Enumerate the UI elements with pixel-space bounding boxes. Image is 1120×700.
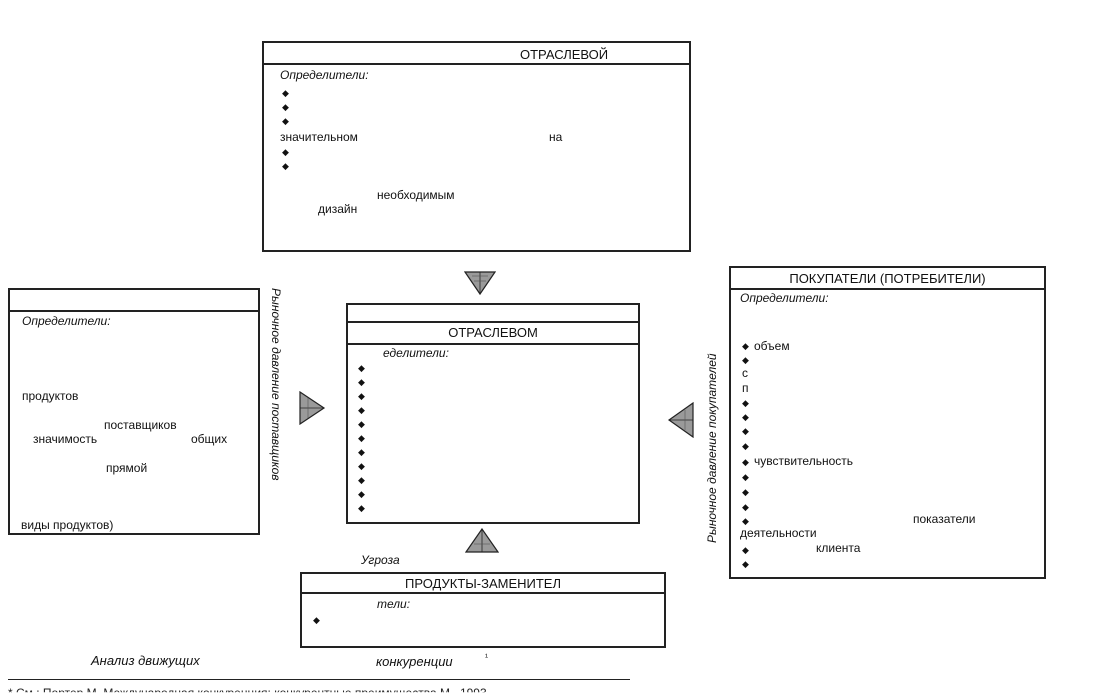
bullet-icon: ◆ <box>742 412 749 422</box>
bullet-icon: ◆ <box>282 88 289 98</box>
right-box-activity: деятельности <box>740 526 817 540</box>
left-box-suppliers: поставщиков <box>104 418 177 432</box>
bullet-icon: ◆ <box>742 341 749 351</box>
industry-determinants-box: ОТРАСЛЕВОЙ Определители: ◆ ◆ ◆ значитель… <box>262 41 691 252</box>
left-box-direct: прямой <box>106 461 148 475</box>
center-box-subtitle: еделители: <box>383 346 449 360</box>
bullet-icon: ◆ <box>742 487 749 497</box>
right-box-title: ПОКУПАТЕЛИ (ПОТРЕБИТЕЛИ) <box>789 271 986 286</box>
bullet-icon: ◆ <box>742 502 749 512</box>
bullet-icon: ◆ <box>282 147 289 157</box>
bullet-icon: ◆ <box>358 405 365 415</box>
bullet-icon: ◆ <box>742 545 749 555</box>
suppliers-box: Определители: продуктов поставщиков знач… <box>8 288 260 535</box>
footnote-text: * См.: Портер М. Международная конкуренц… <box>8 686 490 700</box>
bullet-icon: ◆ <box>742 426 749 436</box>
suppliers-pressure-label: Рыночное давление поставщиков <box>269 288 283 481</box>
right-box-subtitle: Определители: <box>740 291 829 305</box>
bullet-icon: ◆ <box>358 475 365 485</box>
bullet-icon: ◆ <box>313 615 320 625</box>
right-box-volume: объем <box>754 339 790 353</box>
bullet-icon: ◆ <box>742 355 749 365</box>
bullet-icon: ◆ <box>742 559 749 569</box>
right-box-client: клиента <box>816 541 861 555</box>
buyers-box: ПОКУПАТЕЛИ (ПОТРЕБИТЕЛИ) Определители: ◆… <box>729 266 1046 579</box>
footnote-separator <box>8 679 630 680</box>
right-box-indicators: показатели <box>913 512 976 526</box>
caption-footnote-mark: ¹ <box>485 652 488 662</box>
top-box-significant: значительном <box>280 130 358 144</box>
arrow-left-icon <box>667 402 694 438</box>
bottom-box-title-bar: ПРОДУКТЫ-ЗАМЕНИТЕЛ <box>302 574 664 594</box>
bullet-icon: ◆ <box>358 461 365 471</box>
left-box-subtitle: Определители: <box>22 314 111 328</box>
substitutes-box: ПРОДУКТЫ-ЗАМЕНИТЕЛ тели: ◆ <box>300 572 666 648</box>
top-box-subtitle: Определители: <box>280 68 369 82</box>
bullet-icon: ◆ <box>358 419 365 429</box>
caption-right: конкуренции <box>376 654 453 669</box>
bullet-icon: ◆ <box>742 398 749 408</box>
center-box-title: ОТРАСЛЕВОМ <box>448 325 538 340</box>
bullet-icon: ◆ <box>282 102 289 112</box>
bullet-icon: ◆ <box>358 363 365 373</box>
top-box-necessary: необходимым <box>377 188 455 202</box>
bullet-icon: ◆ <box>358 489 365 499</box>
left-box-kinds: виды продуктов) <box>21 518 114 532</box>
bullet-icon: ◆ <box>742 472 749 482</box>
top-box-title-bar: ОТРАСЛЕВОЙ <box>264 43 689 65</box>
bullet-icon: ◆ <box>358 447 365 457</box>
bullet-icon: ◆ <box>358 377 365 387</box>
top-box-on: на <box>549 130 563 144</box>
bullet-icon: ◆ <box>742 457 749 467</box>
bullet-icon: ◆ <box>742 441 749 451</box>
left-box-significance: значимость <box>33 432 98 446</box>
threat-label: Угроза <box>361 553 400 567</box>
bullet-icon: ◆ <box>358 391 365 401</box>
bullet-icon: ◆ <box>358 433 365 443</box>
bottom-box-title: ПРОДУКТЫ-ЗАМЕНИТЕЛ <box>404 576 561 591</box>
right-box-sensitivity: чувствительность <box>754 454 854 468</box>
arrow-right-icon <box>299 391 326 425</box>
bottom-box-subtitle: тели: <box>377 597 411 611</box>
bullet-icon: ◆ <box>282 161 289 171</box>
left-box-products: продуктов <box>22 389 79 403</box>
left-box-common: общих <box>191 432 228 446</box>
left-box-title-bar <box>10 290 258 312</box>
center-box-title-bar: ОТРАСЛЕВОМ <box>348 321 638 345</box>
caption-left: Анализ движущих <box>91 653 200 668</box>
right-box-title-bar: ПОКУПАТЕЛИ (ПОТРЕБИТЕЛИ) <box>731 268 1044 290</box>
bullet-icon: ◆ <box>742 516 749 526</box>
top-box-design: дизайн <box>318 202 358 216</box>
bullet-icon: ◆ <box>282 116 289 126</box>
buyers-pressure-label: Рыночное давление покупателей <box>705 353 719 543</box>
top-box-title: ОТРАСЛЕВОЙ <box>520 47 609 62</box>
arrow-up-icon <box>465 528 499 553</box>
right-box-c-letter: с <box>742 366 748 380</box>
bullet-icon: ◆ <box>358 503 365 513</box>
arrow-down-icon <box>464 271 496 296</box>
right-box-p-letter: п <box>742 381 749 395</box>
industry-competition-box: ОТРАСЛЕВОМ еделители: ◆ ◆ ◆ ◆ ◆ ◆ ◆ ◆ ◆ … <box>346 303 640 524</box>
